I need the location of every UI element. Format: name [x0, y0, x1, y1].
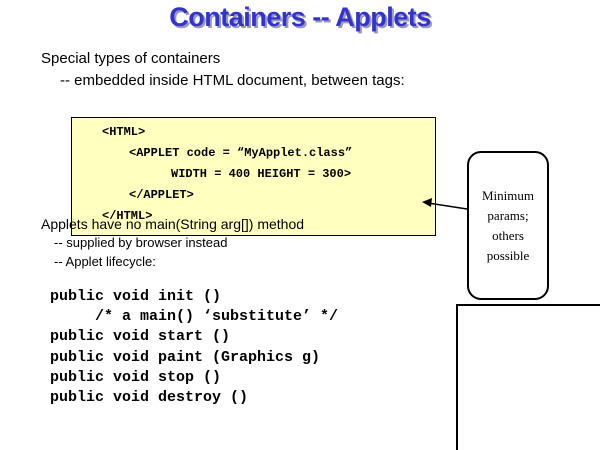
lifecycle-line: public void destroy () [50, 389, 249, 406]
lifecycle-line: public void init () [50, 288, 222, 305]
applets-subline: -- supplied by browser instead [54, 235, 228, 250]
callout-line: possible [486, 247, 530, 263]
code-line: WIDTH = 400 HEIGHT = 300> [171, 167, 352, 181]
applets-line: Applets have no main(String arg[]) metho… [41, 216, 305, 232]
lifecycle-line: public void start () [50, 328, 231, 345]
code-line: </APPLET> [129, 188, 194, 202]
arrow-icon [422, 198, 468, 210]
code-line: <APPLET code = “MyApplet.class” [129, 146, 353, 160]
lifecycle-line: /* a main() ‘substitute’ */ [50, 308, 339, 325]
html-code-box: <HTML> <APPLET code = “MyApplet.class” W… [71, 117, 436, 236]
callout-line: others [492, 227, 524, 243]
code-line: <HTML> [102, 125, 146, 139]
code-line: </HTML> [102, 209, 153, 223]
intro-subline: -- embedded inside HTML document, betwee… [60, 72, 405, 89]
callout-line: params; [487, 207, 529, 223]
slide-title: Containers -- Applets [169, 2, 431, 32]
applet-frame-outline [456, 304, 600, 450]
lifecycle-line: public void stop () [50, 369, 222, 386]
intro-line: Special types of containers [41, 50, 221, 67]
callout-line: Minimum [481, 187, 534, 203]
lifecycle-line: public void paint (Graphics g) [50, 349, 321, 366]
applets-subline: -- Applet lifecycle: [54, 254, 156, 269]
callout-note: Minimum params; others possible [467, 151, 549, 300]
